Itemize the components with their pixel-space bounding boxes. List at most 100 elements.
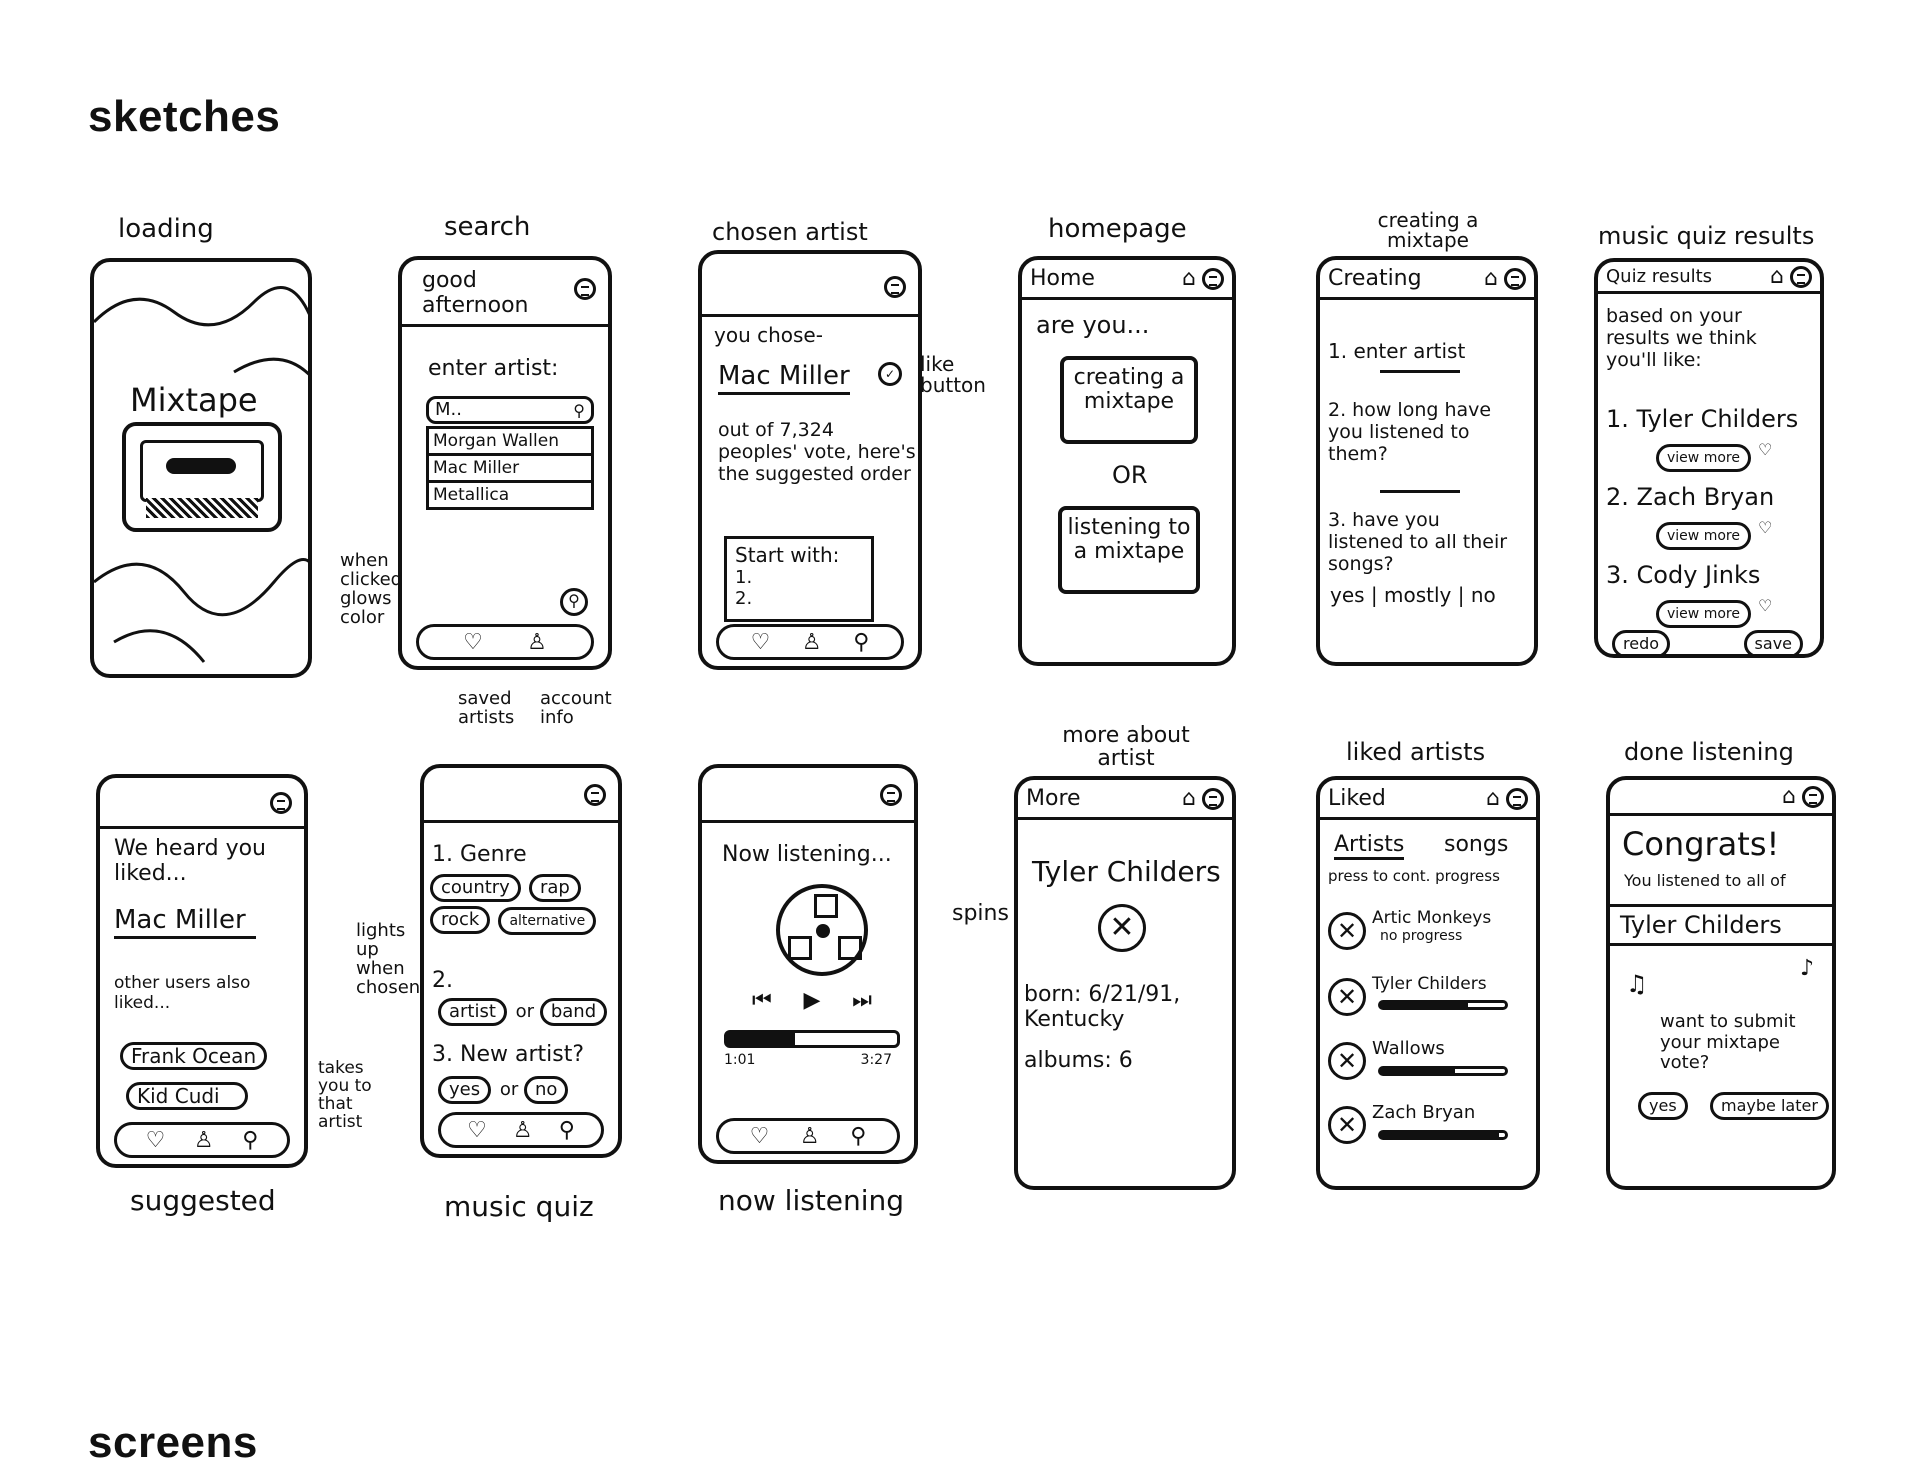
genre-chip[interactable]: country xyxy=(430,874,521,902)
top-bar: More ⌂ xyxy=(1018,780,1232,820)
or-label: OR xyxy=(1112,461,1148,489)
yes-chip[interactable]: yes xyxy=(438,1076,492,1104)
top-bar: Quiz results ⌂ xyxy=(1598,262,1820,294)
note-takes-you: takes you to that artist xyxy=(318,1058,372,1132)
top-bar: ⌂ xyxy=(1610,780,1832,816)
heart-icon[interactable]: ♡ xyxy=(467,1117,487,1143)
search-results: Morgan Wallen Mac Miller Metallica xyxy=(426,426,594,510)
menu-icon[interactable] xyxy=(1802,785,1824,808)
menu-icon[interactable] xyxy=(1202,267,1224,290)
heart-icon[interactable]: ♡ xyxy=(463,629,483,655)
frame-liked: Liked ⌂ Artists songs press to cont. pro… xyxy=(1316,776,1540,1190)
result-item[interactable]: Mac Miller xyxy=(429,456,591,483)
menu-icon[interactable] xyxy=(574,278,596,300)
tab-artists[interactable]: Artists xyxy=(1334,832,1405,861)
home-icon[interactable]: ⌂ xyxy=(1182,266,1196,291)
search-icon[interactable]: ⚲ xyxy=(558,1117,575,1143)
artist-progress-bar xyxy=(1378,1000,1508,1010)
chosen-artist-name: Mac Miller xyxy=(718,361,850,395)
now-listening-label: Now listening... xyxy=(722,842,892,867)
question-2: 2. how long have you listened to them? xyxy=(1328,399,1492,465)
note-like-button: like button xyxy=(920,352,986,397)
suggestion-button[interactable]: Frank Ocean xyxy=(120,1042,268,1070)
question: are you... xyxy=(1036,311,1150,339)
quiz-q3: 3. New artist? xyxy=(432,1042,584,1067)
bottom-nav: ♡ ♙ xyxy=(416,624,594,660)
q3-options: yes or no xyxy=(438,1074,571,1106)
result-item[interactable]: Metallica xyxy=(433,485,510,505)
home-icon[interactable]: ⌂ xyxy=(1782,784,1796,809)
heard-text: We heard you liked... xyxy=(114,836,266,887)
maybe-later-button[interactable]: maybe later xyxy=(1710,1092,1829,1120)
question-1: 1. enter artist xyxy=(1328,339,1466,363)
next-icon[interactable]: ⏭ xyxy=(852,988,872,1013)
search-input[interactable]: M.. ⚲ xyxy=(426,396,594,424)
search-icon[interactable]: ⚲ xyxy=(850,1123,867,1149)
note-glow: when clicked glows color xyxy=(340,550,403,628)
artist-chip[interactable]: artist xyxy=(438,998,507,1026)
account-icon[interactable]: ♙ xyxy=(801,629,822,655)
menu-icon[interactable] xyxy=(270,792,292,814)
liked-item[interactable]: ✕ Artic Monkeys no progress xyxy=(1328,908,1536,958)
menu-icon[interactable] xyxy=(884,276,906,298)
liked-item[interactable]: ✕ Tyler Childers xyxy=(1328,974,1536,1024)
home-icon[interactable]: ⌂ xyxy=(1484,266,1498,291)
answer-options[interactable]: yes | mostly | no xyxy=(1330,583,1496,607)
search-icon[interactable]: ⚲ xyxy=(853,629,870,655)
heart-icon[interactable]: ♡ xyxy=(1758,596,1773,615)
frame-quiz: 1. Genre country rap rock alternative 2.… xyxy=(420,764,622,1158)
heart-icon[interactable]: ♡ xyxy=(749,1123,770,1149)
home-icon[interactable]: ⌂ xyxy=(1182,786,1196,811)
greeting: good afternoon xyxy=(422,268,529,319)
view-more-button[interactable]: view more xyxy=(1656,522,1751,550)
heart-icon[interactable]: ♡ xyxy=(145,1127,166,1153)
suggestion-button[interactable]: Kid Cudi xyxy=(126,1082,248,1110)
result-item[interactable]: Morgan Wallen xyxy=(429,429,591,456)
menu-icon[interactable] xyxy=(584,784,606,806)
no-chip[interactable]: no xyxy=(524,1076,569,1104)
account-icon[interactable]: ♙ xyxy=(512,1117,533,1143)
menu-icon[interactable] xyxy=(880,784,902,806)
search-button[interactable]: ⚲ xyxy=(560,588,588,616)
liked-item[interactable]: ✕ Zach Bryan xyxy=(1328,1102,1536,1152)
listening-button[interactable]: listening to a mixtape xyxy=(1058,506,1200,594)
menu-icon[interactable] xyxy=(1504,267,1526,290)
account-icon[interactable]: ♙ xyxy=(193,1127,214,1153)
caption-liked: liked artists xyxy=(1346,738,1486,766)
like-button[interactable]: ✓ xyxy=(878,362,902,386)
yes-button[interactable]: yes xyxy=(1638,1092,1688,1120)
heart-icon[interactable]: ♡ xyxy=(1758,440,1773,459)
genre-chip[interactable]: rap xyxy=(528,874,581,902)
home-icon[interactable]: ⌂ xyxy=(1486,786,1500,811)
redo-button[interactable]: redo xyxy=(1612,630,1671,654)
view-more-button[interactable]: view more xyxy=(1656,444,1751,472)
liked-item[interactable]: ✕ Wallows xyxy=(1328,1038,1536,1088)
frame-loading: Mixtape xyxy=(90,258,312,678)
tab-songs[interactable]: songs xyxy=(1444,832,1509,857)
view-more-button[interactable]: view more xyxy=(1656,600,1751,628)
genre-chip[interactable]: rock xyxy=(430,906,491,934)
caption-done: done listening xyxy=(1624,738,1794,766)
menu-icon[interactable] xyxy=(1506,787,1528,810)
account-icon[interactable]: ♙ xyxy=(799,1123,820,1149)
save-button[interactable]: save xyxy=(1743,630,1803,654)
enter-artist-label: enter artist: xyxy=(428,356,559,381)
progress-bar[interactable] xyxy=(724,1030,900,1048)
caption-homepage: homepage xyxy=(1048,214,1187,244)
creating-button[interactable]: creating a mixtape xyxy=(1060,356,1198,444)
menu-icon[interactable] xyxy=(1202,787,1224,810)
account-icon[interactable]: ♙ xyxy=(527,629,547,655)
heart-icon[interactable]: ♡ xyxy=(750,629,771,655)
caption-chosen: chosen artist xyxy=(712,218,868,246)
previous-icon[interactable]: ⏮ xyxy=(752,988,772,1013)
home-icon[interactable]: ⌂ xyxy=(1770,264,1784,289)
cassette-icon xyxy=(122,422,282,532)
search-icon[interactable]: ⚲ xyxy=(242,1127,259,1153)
note-lights-up: lights up when chosen xyxy=(356,920,421,998)
genre-chip[interactable]: alternative xyxy=(498,907,597,935)
heart-icon[interactable]: ♡ xyxy=(1758,518,1773,537)
play-icon[interactable]: ▶ xyxy=(803,988,821,1013)
albums-info: albums: 6 xyxy=(1024,1048,1133,1073)
menu-icon[interactable] xyxy=(1790,265,1812,288)
band-chip[interactable]: band xyxy=(539,998,608,1026)
